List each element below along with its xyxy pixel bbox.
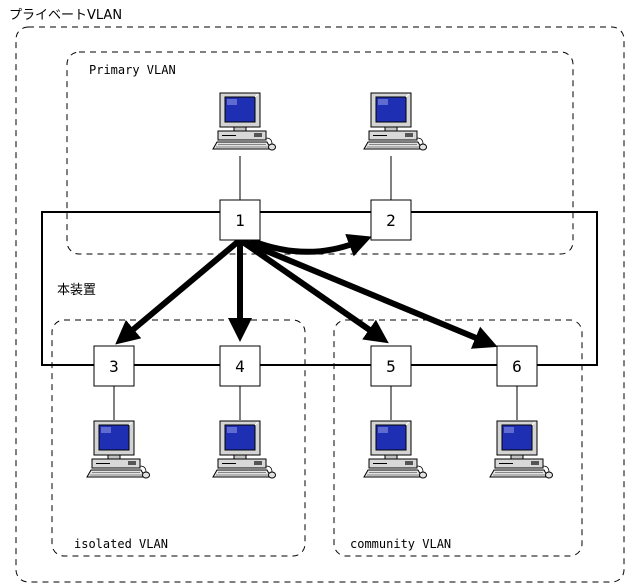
port-number: 1 [235, 211, 245, 230]
port-number: 6 [512, 357, 522, 376]
arrow-1-to-3 [115, 237, 242, 345]
computer-icon-1 [212, 92, 276, 151]
device-outline [41, 211, 598, 366]
arrow-1-to-5 [238, 237, 389, 344]
computer-icon-5 [363, 420, 427, 479]
port-4: 4 [219, 345, 261, 387]
isolated-vlan-region [51, 319, 306, 557]
primary-vlan-region [66, 51, 574, 255]
port-number: 4 [235, 357, 245, 376]
community-vlan-label: community VLAN [350, 537, 451, 551]
port-5: 5 [370, 345, 412, 387]
isolated-vlan-label: isolated VLAN [74, 537, 168, 551]
computer-icon-2 [363, 92, 427, 151]
computer-icon-6 [489, 420, 553, 479]
arrow-1-to-2 [248, 233, 372, 257]
device-label: 本装置 [57, 283, 96, 298]
computer-icon-3 [86, 420, 150, 479]
primary-vlan-label: Primary VLAN [89, 63, 176, 77]
private-vlan-region [15, 26, 625, 583]
port-1: 1 [219, 199, 261, 241]
port-3: 3 [93, 345, 135, 387]
port-6: 6 [496, 345, 538, 387]
port-number: 2 [386, 211, 396, 230]
computer-icon-4 [212, 420, 276, 479]
port-2: 2 [370, 199, 412, 241]
port-number: 3 [109, 357, 119, 376]
community-vlan-region [333, 319, 583, 557]
private-vlan-label: プライベートVLAN [9, 8, 122, 23]
traffic-arrows [115, 233, 498, 349]
arrow-1-to-6 [238, 237, 498, 349]
port-number: 5 [386, 357, 396, 376]
